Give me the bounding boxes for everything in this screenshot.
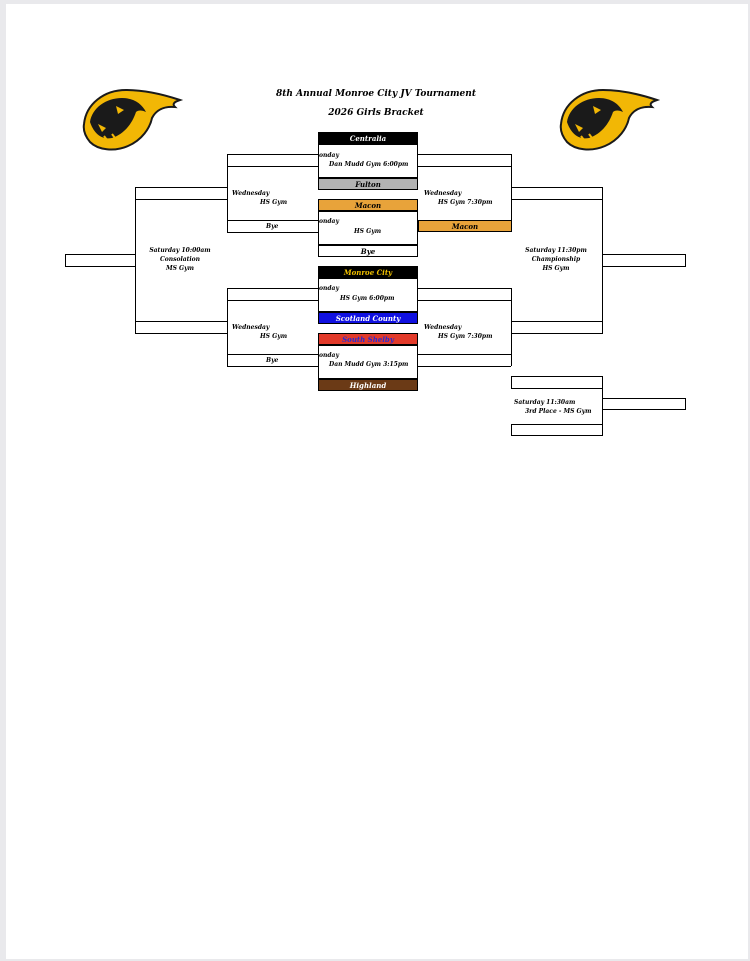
consolation-line1: Saturday 10:00am xyxy=(149,247,211,254)
game-4-day: onday xyxy=(319,352,339,359)
bracket-line xyxy=(418,366,511,367)
team-macon-advance: Macon xyxy=(418,220,512,232)
champion-slot xyxy=(602,254,686,267)
championship-line3: HS Gym xyxy=(542,265,570,272)
bracket-line xyxy=(418,154,511,155)
game-1-day: onday xyxy=(319,152,339,159)
bye-left-bottom: Bye xyxy=(266,357,279,364)
team-scotland-county: Scotland County xyxy=(318,312,418,324)
bracket-line xyxy=(227,154,228,232)
team-fulton: Fulton xyxy=(318,178,418,190)
bracket-line xyxy=(227,354,318,355)
game-1-info: Dan Mudd Gym 6:00pm xyxy=(329,161,409,168)
bracket-line xyxy=(227,220,318,221)
team-bye-top: Bye xyxy=(318,245,418,257)
bracket-line xyxy=(418,354,511,355)
game-2-info: HS Gym xyxy=(354,228,382,235)
bracket-line xyxy=(418,166,511,167)
third-place-bottom-slot xyxy=(511,424,603,436)
game-3-info: HS Gym 6:00pm xyxy=(340,295,395,302)
game-4-info: Dan Mudd Gym 3:15pm xyxy=(329,361,409,368)
team-monroe-city: Monroe City xyxy=(318,266,418,278)
bracket-line xyxy=(227,232,318,233)
wed-left-bottom-day: Wednesday xyxy=(232,324,270,331)
panther-logo-right xyxy=(559,88,661,151)
tournament-title: 8th Annual Monroe City JV Tournament xyxy=(276,89,476,99)
wed-right-bottom-info: HS Gym 7:30pm xyxy=(438,333,493,340)
game-1-box xyxy=(318,144,418,178)
third-place-line2: 3rd Place - MS Gym xyxy=(525,408,592,415)
team-centralia: Centralia xyxy=(318,132,418,144)
bracket-line xyxy=(511,333,603,334)
game-4-box xyxy=(318,345,418,379)
bracket-subtitle: 2026 Girls Bracket xyxy=(328,108,424,118)
bracket-line xyxy=(227,288,228,366)
game-2-box xyxy=(318,211,418,245)
third-place-top-slot xyxy=(511,376,603,389)
third-place-winner-slot xyxy=(602,398,686,410)
team-macon: Macon xyxy=(318,199,418,211)
bracket-line xyxy=(227,154,318,155)
bracket-line xyxy=(135,321,227,322)
consolation-line3: MS Gym xyxy=(165,265,195,272)
game-3-box xyxy=(318,278,418,312)
wed-right-bottom-day: Wednesday xyxy=(424,324,462,331)
bracket-page: 8th Annual Monroe City JV Tournament 202… xyxy=(6,4,748,959)
bracket-line xyxy=(227,288,318,289)
championship-line2: Championship xyxy=(531,256,581,263)
bracket-line xyxy=(511,288,512,366)
consolation-line2: Consolation xyxy=(159,256,201,263)
bye-left-top: Bye xyxy=(266,223,279,230)
game-3-day: onday xyxy=(319,285,339,292)
team-highland: Highland xyxy=(318,379,418,391)
bracket-line xyxy=(135,199,227,200)
third-place-line1: Saturday 11:30am xyxy=(514,399,576,406)
bracket-line xyxy=(227,366,318,367)
wed-left-top-day: Wednesday xyxy=(232,190,270,197)
wed-right-top-info: HS Gym 7:30pm xyxy=(438,199,493,206)
wed-left-bottom-info: HS Gym xyxy=(260,333,288,340)
bracket-line xyxy=(135,333,227,334)
bracket-line xyxy=(227,166,318,167)
bracket-line xyxy=(511,199,603,200)
consolation-winner-slot xyxy=(65,254,136,267)
wed-right-top-day: Wednesday xyxy=(424,190,462,197)
bracket-line xyxy=(511,321,603,322)
panther-logo-left xyxy=(82,88,184,151)
bracket-line xyxy=(135,187,227,188)
bracket-line xyxy=(418,300,511,301)
bracket-line xyxy=(418,288,511,289)
wed-left-top-info: HS Gym xyxy=(260,199,288,206)
bracket-line xyxy=(511,154,512,232)
game-2-day: onday xyxy=(319,218,339,225)
championship-line1: Saturday 11:30pm xyxy=(525,247,587,254)
team-south-shelby: South Shelby xyxy=(318,333,418,345)
bracket-line xyxy=(227,300,318,301)
bracket-line xyxy=(511,187,603,188)
